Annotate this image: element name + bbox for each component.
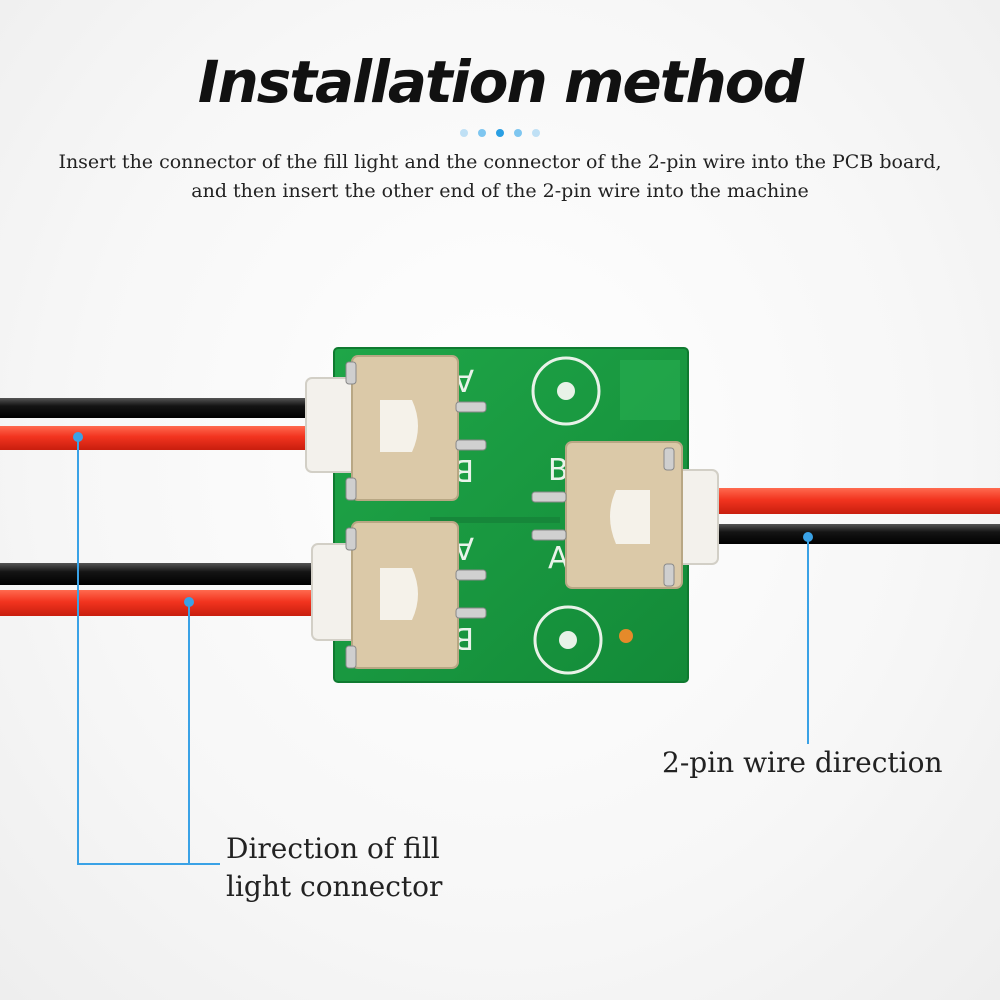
wire-pair-lower-left <box>0 563 330 616</box>
instruction-line-1: Insert the connector of the fill light a… <box>58 151 942 173</box>
red-wire <box>0 426 320 450</box>
connector-right <box>531 441 719 589</box>
connector-upper-left <box>305 355 487 501</box>
fill-light-connector-label: Direction of fill light connector <box>226 830 442 906</box>
pad-label-a: A <box>548 541 569 576</box>
test-pad <box>619 629 633 643</box>
connector-lower-left <box>311 521 487 669</box>
black-wire <box>0 398 320 418</box>
divider-dot <box>478 129 486 137</box>
instruction-text: Insert the connector of the fill light a… <box>0 148 1000 206</box>
mounting-hole-bottom <box>533 605 603 675</box>
red-wire <box>700 488 1000 514</box>
callout-dot <box>73 432 83 442</box>
callout-dot <box>184 597 194 607</box>
divider-dot <box>532 129 540 137</box>
mounting-hole-top <box>531 356 601 426</box>
two-pin-wire-direction-label: 2-pin wire direction <box>662 746 943 779</box>
fill-light-label-line-1: Direction of fill <box>226 832 440 865</box>
wire-pair-upper-left <box>0 398 320 450</box>
black-wire <box>700 524 1000 544</box>
pad-label-b: B <box>548 453 569 488</box>
callout-line <box>77 437 220 865</box>
instruction-line-2: and then insert the other end of the 2-p… <box>191 180 809 202</box>
divider-dot <box>514 129 522 137</box>
callout-dot <box>803 532 813 542</box>
title-divider-dots <box>460 128 540 138</box>
callout-fill-light <box>77 437 220 865</box>
wire-pair-right <box>700 488 1000 544</box>
fill-light-label-line-2: light connector <box>226 870 443 903</box>
page-title: Installation method <box>197 48 804 116</box>
black-wire <box>0 563 330 585</box>
red-wire <box>0 590 330 616</box>
divider-dot <box>496 129 504 137</box>
divider-dot <box>460 129 468 137</box>
